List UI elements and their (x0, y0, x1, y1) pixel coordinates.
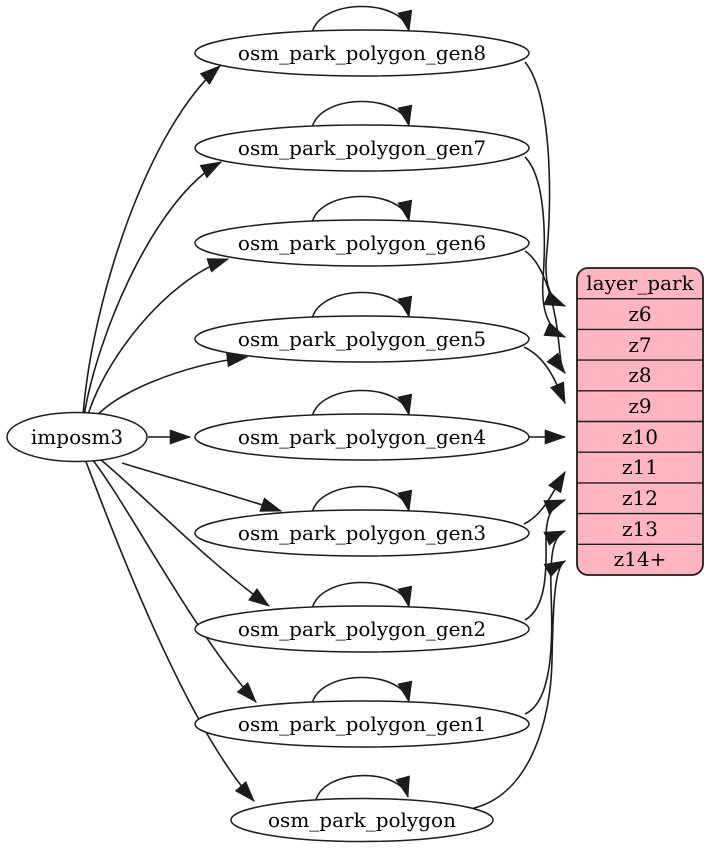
imposm3-label: imposm3 (31, 425, 123, 449)
gen3-ellipse (194, 509, 530, 557)
layer-park-title: layer_park (586, 271, 694, 295)
node-osm-park-polygon-gen3: osm_park_polygon_gen3 (194, 509, 530, 557)
gen5-ellipse (194, 315, 530, 363)
layer-park-row-z10: z10 (622, 425, 658, 449)
gen8-ellipse (194, 29, 530, 77)
layer-park-row-z13: z13 (622, 517, 658, 541)
edge-base-to-z14 (469, 560, 567, 810)
edge-imposm3-to-gen6 (86, 258, 230, 419)
node-osm-park-polygon-gen7: osm_park_polygon_gen7 (194, 124, 530, 172)
self-loops (311, 5, 413, 801)
node-osm-park-polygon: osm_park_polygon (230, 797, 494, 843)
node-osm-park-polygon-gen4: osm_park_polygon_gen4 (194, 413, 530, 461)
edge-imposm3-to-gen1 (91, 458, 257, 703)
layer-park-row-z14: z14+ (614, 547, 667, 571)
gen4-ellipse (194, 413, 530, 461)
self-loop-base (315, 774, 410, 801)
gen2-label: osm_park_polygon_gen2 (238, 617, 486, 641)
self-loop-gen4 (311, 389, 413, 418)
imposm3-ellipse (6, 411, 148, 463)
gen4-label: osm_park_polygon_gen4 (238, 425, 486, 449)
node-imposm3: imposm3 (6, 411, 148, 463)
layer-park-row-z9: z9 (628, 394, 651, 418)
gen7-label: osm_park_polygon_gen7 (238, 136, 486, 160)
edge-gen3-to-z11 (523, 470, 566, 525)
self-loop-gen1 (311, 676, 413, 705)
gen5-label: osm_park_polygon_gen5 (238, 327, 486, 351)
node-osm-park-polygon-gen1: osm_park_polygon_gen1 (194, 700, 530, 748)
gen6-label: osm_park_polygon_gen6 (238, 231, 486, 255)
edge-imposm3-to-gen2 (100, 459, 271, 607)
gen6-ellipse (194, 219, 530, 267)
edges-to-layer-park (469, 61, 567, 810)
gen2-ellipse (194, 605, 530, 653)
self-loop-gen5 (311, 291, 413, 320)
base-label: osm_park_polygon (268, 808, 456, 832)
edges-from-imposm3 (82, 65, 283, 802)
layer-park-row-z11: z11 (622, 455, 658, 479)
node-osm-park-polygon-gen2: osm_park_polygon_gen2 (194, 605, 530, 653)
edge-imposm3-to-gen5 (91, 352, 249, 422)
self-loop-gen3 (311, 485, 413, 514)
layer-park-row-z12: z12 (622, 486, 658, 510)
base-ellipse (230, 797, 494, 843)
self-loop-gen7 (311, 100, 413, 129)
layer-park-row-z7: z7 (628, 333, 651, 357)
node-layer-park: layer_park z6 z7 z8 z9 z10 z11 z12 z13 z… (576, 267, 704, 576)
gen3-label: osm_park_polygon_gen3 (238, 521, 486, 545)
edge-gen1-to-z13 (524, 530, 567, 715)
node-osm-park-polygon-gen8: osm_park_polygon_gen8 (194, 29, 530, 77)
gen7-ellipse (194, 124, 530, 172)
node-osm-park-polygon-gen5: osm_park_polygon_gen5 (194, 315, 530, 363)
node-osm-park-polygon-gen6: osm_park_polygon_gen6 (194, 219, 530, 267)
gen8-label: osm_park_polygon_gen8 (238, 41, 486, 65)
self-loop-gen8 (311, 5, 413, 34)
self-loop-gen2 (311, 581, 413, 610)
edge-gen5-to-z9 (523, 346, 566, 405)
edge-gen8-to-z6 (524, 61, 567, 307)
layer-park-row-z6: z6 (628, 302, 651, 326)
layer-park-row-z8: z8 (628, 363, 651, 387)
edge-imposm3-to-gen3 (121, 462, 283, 512)
gen1-ellipse (194, 700, 530, 748)
gen1-label: osm_park_polygon_gen1 (238, 712, 486, 736)
edge-gen2-to-z12 (524, 499, 567, 621)
edge-imposm3-to-gen8 (82, 65, 221, 416)
edge-imposm3-to-gen7 (83, 161, 223, 417)
edge-imposm3-to-base (84, 458, 255, 802)
edge-gen6-to-z8 (524, 250, 566, 375)
self-loop-gen6 (311, 195, 413, 224)
edge-gen7-to-z7 (524, 156, 567, 338)
